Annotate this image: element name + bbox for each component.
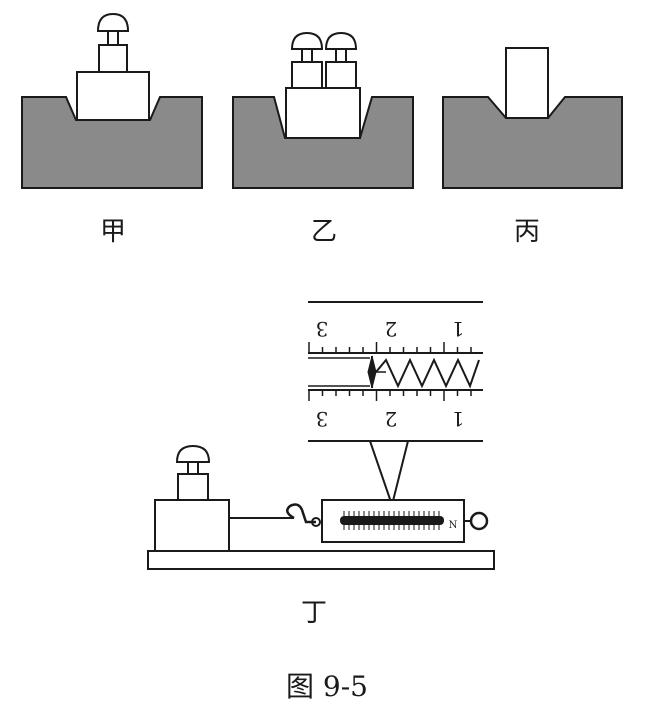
unit-label: N <box>449 520 458 531</box>
scale-inner-spring <box>340 516 444 525</box>
weight-neck-yi-right <box>335 47 347 63</box>
block-bing-upright <box>505 47 549 119</box>
magnified-scale-view: 3 2 1 3 2 1 <box>308 301 483 509</box>
scale-number-top-3: 3 <box>316 317 329 341</box>
panel-yi: 乙 <box>232 31 414 247</box>
weight-neck-yi-left <box>301 47 313 63</box>
lower-ruler-ticks <box>308 390 472 401</box>
sand-basin-jia <box>21 96 203 189</box>
label-yi: 乙 <box>311 217 337 247</box>
label-bing: 丙 <box>514 217 540 247</box>
callout-triangle <box>369 440 409 509</box>
block-yi <box>285 87 361 139</box>
weight-body-jia <box>98 44 128 73</box>
weight-body-ding <box>177 473 209 501</box>
device-scale-ticks <box>343 511 440 530</box>
scale-ring-icon <box>469 511 489 531</box>
sand-basin-yi <box>232 96 414 189</box>
scale-number-bottom-2: 2 <box>385 407 398 431</box>
scale-number-top-1: 1 <box>452 317 465 341</box>
scale-number-top-2: 2 <box>385 317 398 341</box>
hook-eye <box>311 517 321 527</box>
sand-basin-bing <box>442 96 623 189</box>
weight-knob-yi-left <box>290 31 324 50</box>
panel-ding: N 丁 <box>147 444 495 628</box>
scale-number-bottom-3: 3 <box>316 407 329 431</box>
weight-knob-yi-right <box>324 31 358 50</box>
label-ding: 丁 <box>301 598 327 628</box>
panel-bing: 丙 <box>442 47 623 247</box>
weight-neck-jia <box>107 29 119 46</box>
hook-icon <box>286 503 316 524</box>
panel-jia: 甲 <box>21 12 203 247</box>
upper-ruler-ticks <box>308 342 472 353</box>
block-ding <box>154 499 230 552</box>
block-jia <box>76 71 150 121</box>
weight-body-yi-left <box>291 61 323 89</box>
spring-zigzag <box>375 357 480 389</box>
weight-knob-ding <box>175 444 211 463</box>
figure-caption: 图 9-5 <box>286 670 368 703</box>
scale-number-bottom-1: 1 <box>452 407 465 431</box>
label-jia: 甲 <box>100 217 126 247</box>
weight-knob-jia <box>96 12 130 32</box>
weight-body-yi-right <box>325 61 357 89</box>
board <box>147 550 495 570</box>
